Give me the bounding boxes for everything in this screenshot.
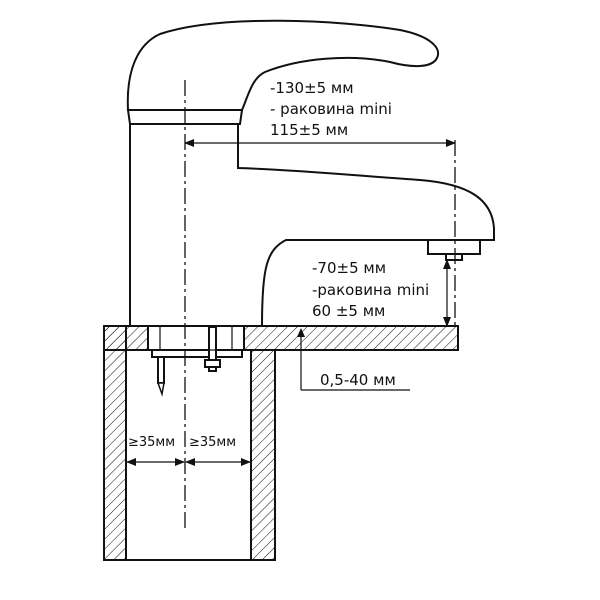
- spout-reach-standard-label: -130±5 мм: [270, 79, 354, 97]
- mounting-nut: [147, 325, 245, 351]
- clearance-left-label: ≥35мм: [128, 435, 175, 450]
- faucet: [126, 19, 495, 327]
- mounting-plate: [151, 349, 243, 358]
- left-wall: [103, 325, 127, 561]
- mount-thickness-label: 0,5-40 мм: [320, 371, 396, 389]
- right-wall: [250, 349, 276, 561]
- aerator: [427, 239, 481, 255]
- mounting-hardware: [147, 325, 245, 397]
- faucet-lever: [126, 19, 440, 111]
- spout-reach-mini-value: 115±5 мм: [270, 121, 348, 139]
- aerator-tip: [445, 253, 463, 261]
- spout-height-mini-value: 60 ±5 мм: [312, 302, 385, 320]
- countertop-left: [103, 325, 149, 351]
- spout-height-standard-label: -70±5 мм: [312, 259, 386, 277]
- cabinet-walls: [103, 325, 459, 561]
- faucet-spout: [129, 123, 495, 327]
- hose-left-end-icon: [156, 382, 165, 397]
- spout-reach-mini-caption: - раковина mini: [270, 100, 392, 118]
- spout-height-mini-caption: -раковина mini: [312, 281, 429, 299]
- countertop-right: [243, 325, 459, 351]
- hose-left: [157, 356, 165, 384]
- clearance-right-label: ≥35мм: [189, 435, 236, 450]
- stud-right-nut: [204, 359, 221, 368]
- mount-thickness-arrow-icon: [297, 328, 305, 337]
